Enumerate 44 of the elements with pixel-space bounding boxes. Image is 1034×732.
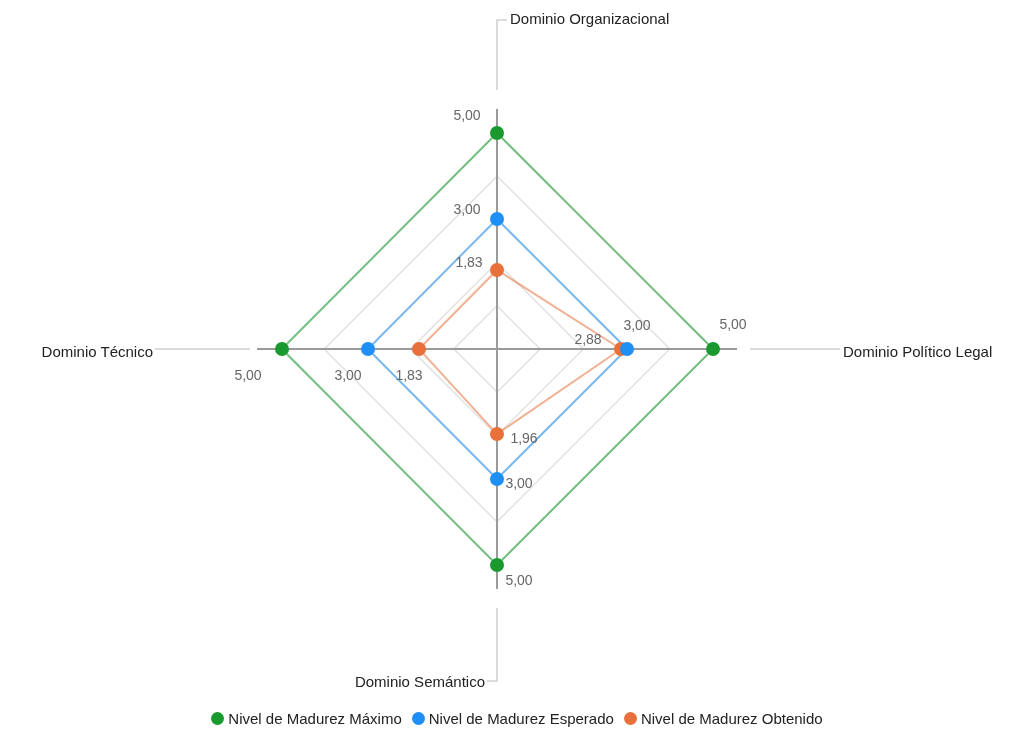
value-label: 5,00 bbox=[719, 316, 747, 332]
axis-label: Dominio Técnico bbox=[41, 342, 153, 360]
value-label: 5,00 bbox=[453, 107, 481, 123]
value-label: 5,00 bbox=[234, 367, 262, 383]
data-point bbox=[361, 342, 375, 356]
value-label: 5,00 bbox=[505, 572, 533, 588]
value-label: 2,88 bbox=[574, 331, 602, 347]
data-point bbox=[620, 342, 634, 356]
data-point bbox=[490, 126, 504, 140]
legend-label: Nivel de Madurez Máximo bbox=[228, 710, 402, 727]
series-line bbox=[285, 136, 494, 346]
data-point bbox=[490, 472, 504, 486]
value-label: 3,00 bbox=[623, 317, 651, 333]
value-label: 3,00 bbox=[334, 367, 362, 383]
leader-line bbox=[749, 348, 841, 350]
data-point bbox=[490, 263, 504, 277]
data-point bbox=[490, 427, 504, 441]
leader-line bbox=[496, 19, 508, 91]
value-label: 1,83 bbox=[455, 254, 483, 270]
value-label: 3,00 bbox=[505, 475, 533, 491]
series-line bbox=[285, 352, 494, 562]
series-line bbox=[422, 274, 494, 345]
legend-label: Nivel de Madurez Esperado bbox=[428, 710, 614, 727]
series-line bbox=[501, 272, 617, 347]
value-label: 3,00 bbox=[453, 201, 481, 217]
axis-label: Dominio Organizacional bbox=[510, 9, 670, 27]
series-line bbox=[500, 136, 710, 346]
series-line bbox=[371, 222, 494, 346]
series-line bbox=[422, 353, 494, 430]
legend-label: Nivel de Madurez Obtenido bbox=[640, 710, 823, 727]
leader-line bbox=[154, 348, 251, 350]
series-line bbox=[500, 352, 710, 562]
axis-label: Dominio Semántico bbox=[354, 672, 485, 690]
leader-line bbox=[486, 607, 498, 682]
series-line bbox=[501, 351, 617, 432]
series-line bbox=[371, 352, 494, 476]
value-label: 1,96 bbox=[510, 430, 538, 446]
axis-label: Dominio Político Legal bbox=[843, 342, 993, 360]
value-label: 1,83 bbox=[395, 367, 423, 383]
data-point bbox=[490, 212, 504, 226]
data-point bbox=[412, 342, 426, 356]
data-point bbox=[706, 342, 720, 356]
data-point bbox=[490, 558, 504, 572]
data-point bbox=[275, 342, 289, 356]
